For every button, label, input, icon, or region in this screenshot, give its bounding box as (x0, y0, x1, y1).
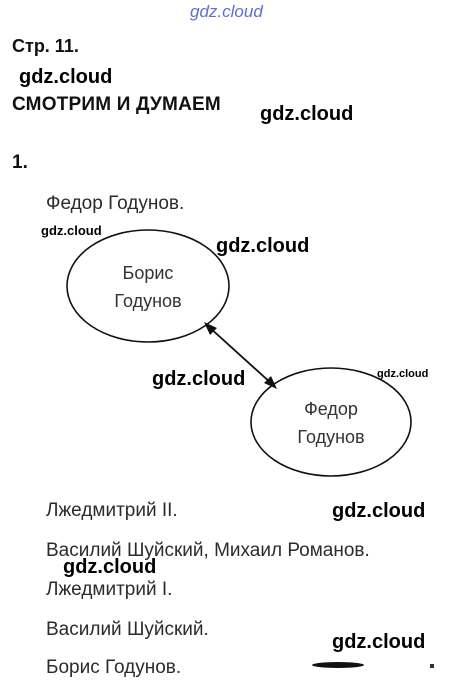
node-fedor-label-1: Федор (304, 399, 358, 419)
watermark: gdz.cloud (216, 235, 310, 257)
watermark-logo: gdz.cloud (190, 2, 263, 21)
answer-line: Лжедмитрий II. (46, 500, 178, 521)
ink-dot (430, 664, 434, 668)
section-title: СМОТРИМ И ДУМАЕМ (12, 94, 221, 115)
watermark: gdz.cloud (63, 556, 157, 578)
node-boris-label-2: Годунов (114, 291, 181, 311)
watermark: gdz.cloud (377, 368, 429, 380)
watermark: gdz.cloud (260, 103, 354, 125)
node-fedor-label-2: Годунов (297, 427, 364, 447)
answer-line: Федор Годунов. (46, 193, 185, 214)
answer-line: Василий Шуйский. (46, 619, 209, 640)
arrow-head-start (204, 322, 217, 335)
watermark: gdz.cloud (332, 500, 426, 522)
page-number: Стр. 11. (12, 36, 79, 56)
watermark: gdz.cloud (332, 631, 426, 653)
node-fedor-godunov (250, 367, 412, 477)
answer-line: Борис Годунов. (46, 657, 182, 678)
node-boris-godunov (66, 229, 230, 343)
answer-line: Лжедмитрий I. (46, 579, 173, 600)
double-arrow-line (208, 326, 273, 385)
watermark: gdz.cloud (41, 223, 102, 238)
node-boris-label-1: Борис (123, 263, 174, 283)
ink-blot (312, 662, 364, 668)
watermark: gdz.cloud (19, 66, 113, 88)
watermark: gdz.cloud (152, 368, 246, 390)
task-number: 1. (12, 152, 28, 173)
arrow-head-end (264, 376, 277, 389)
answer-line: Василий Шуйский, Михаил Романов. (46, 540, 370, 561)
